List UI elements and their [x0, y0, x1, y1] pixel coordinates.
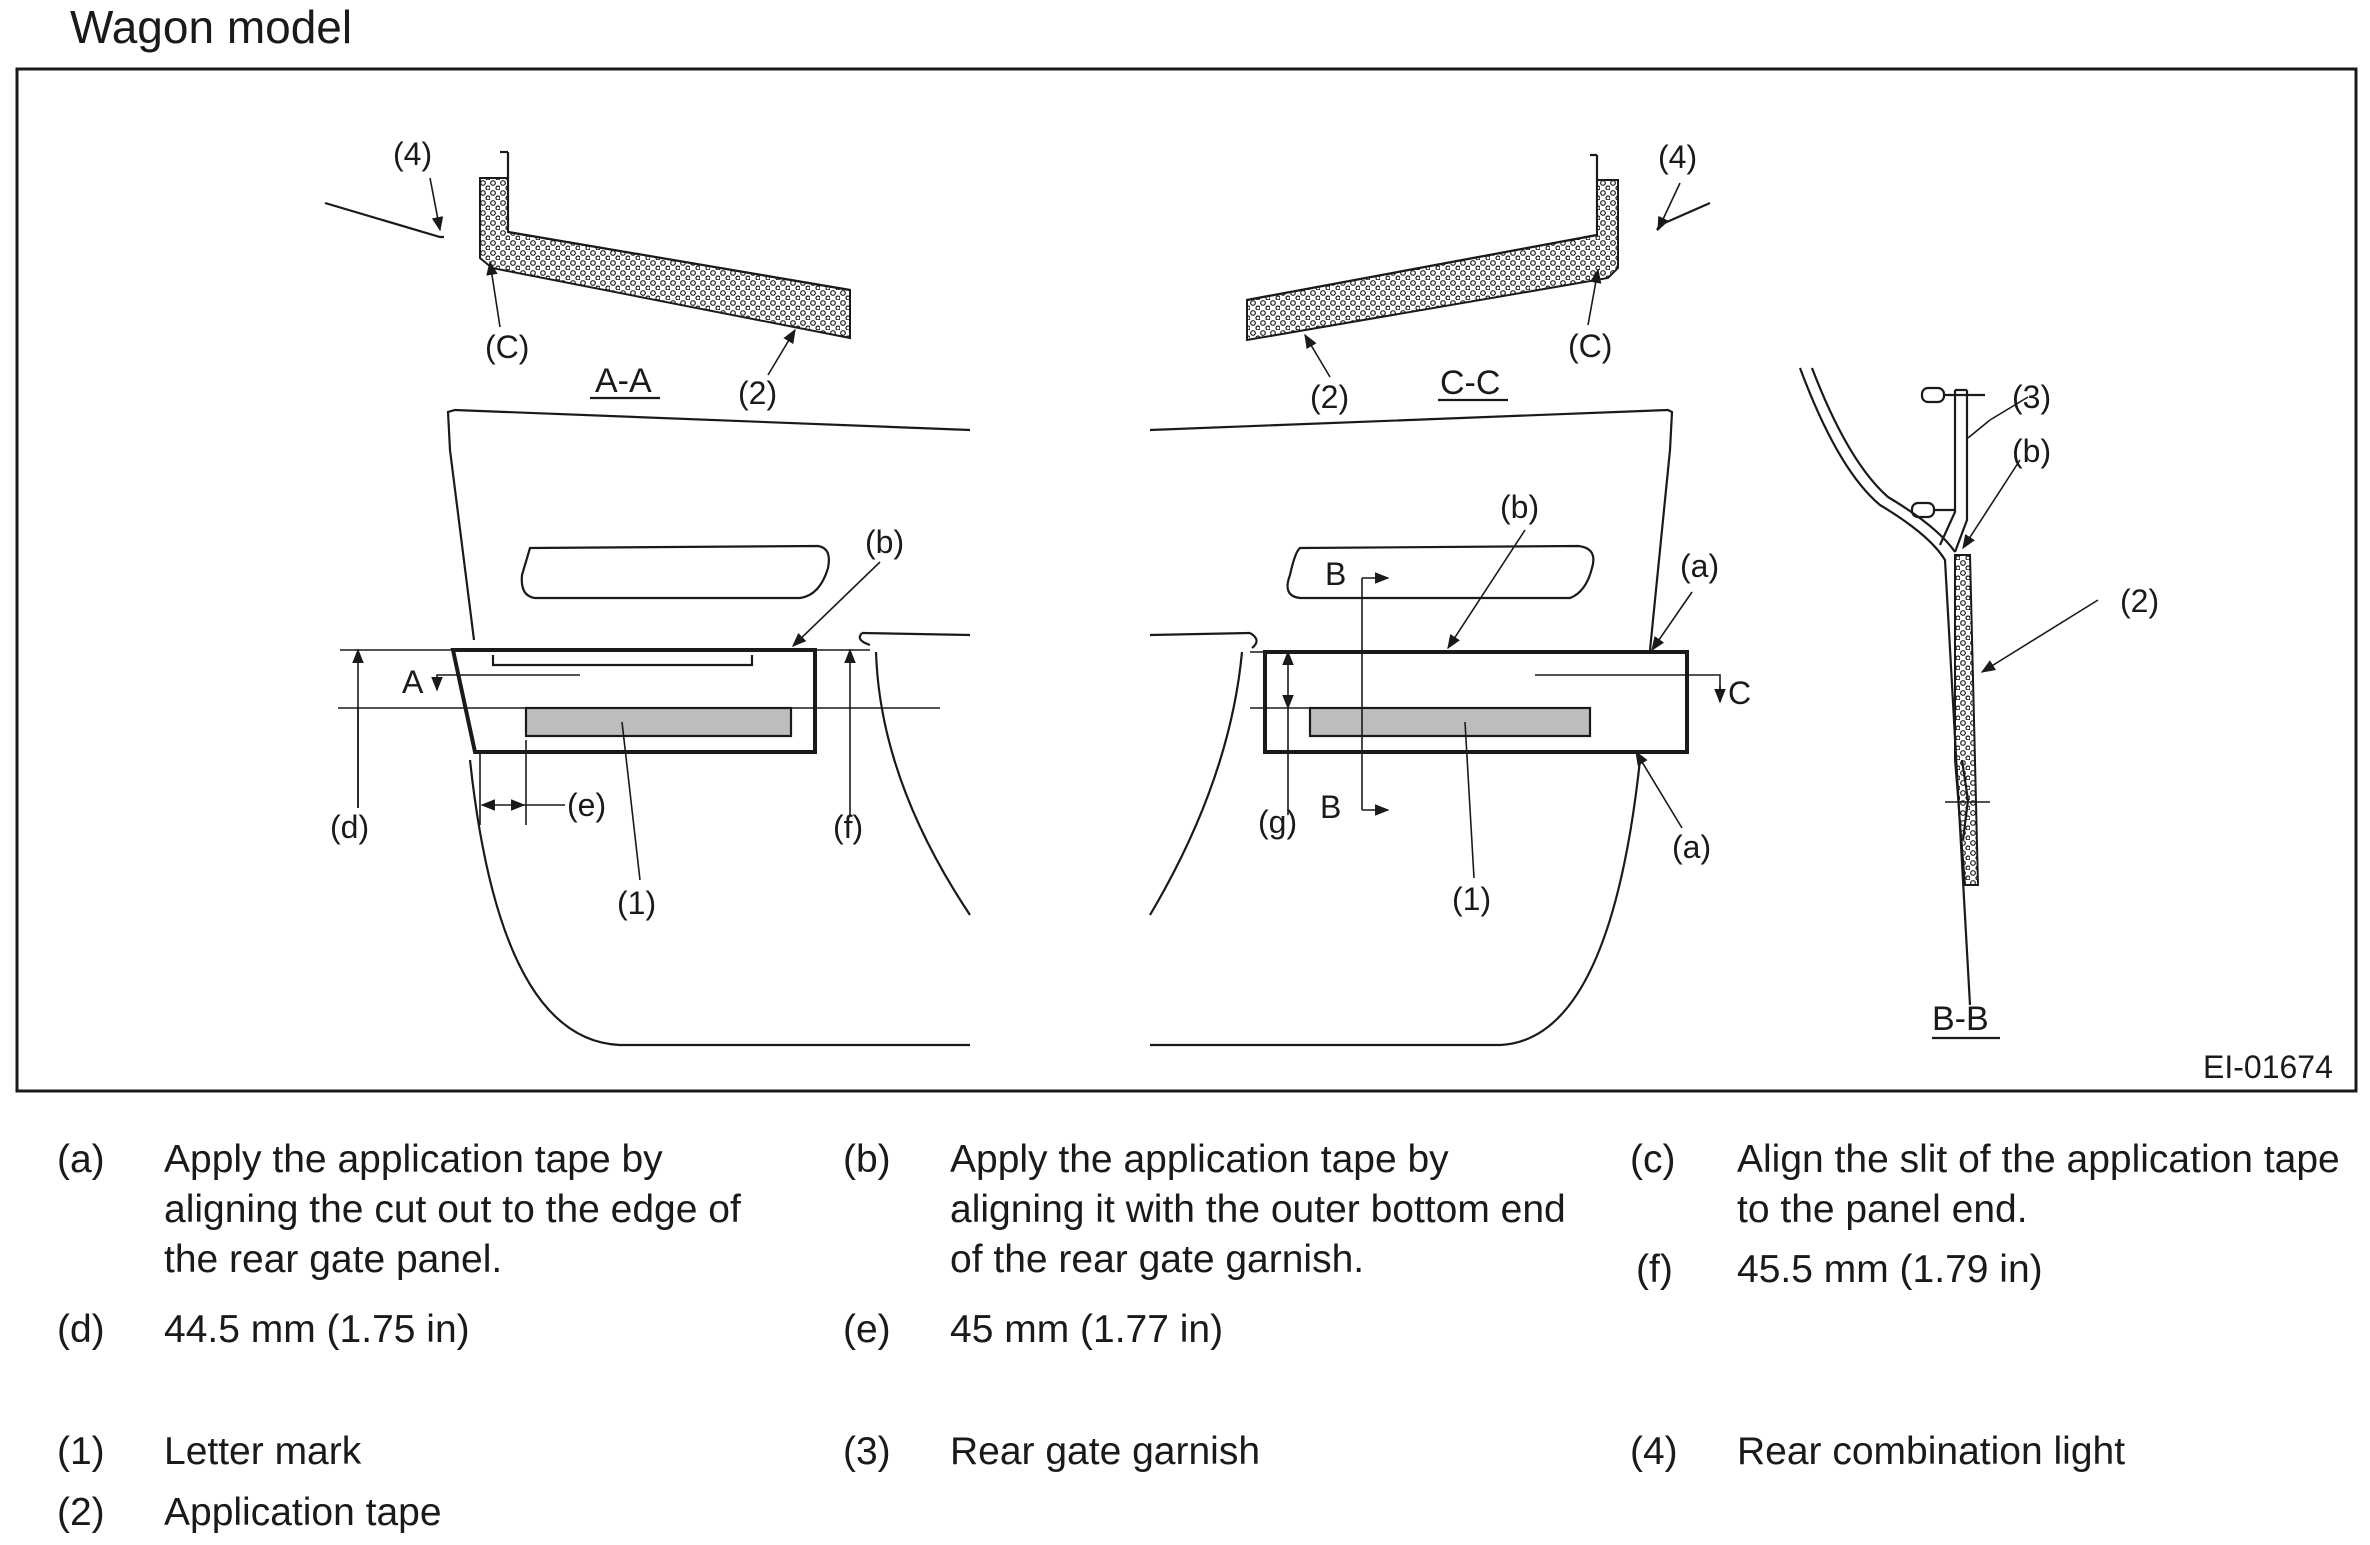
section-a-a-detail [324, 150, 851, 400]
callout-a-bottom: (a) [1672, 829, 1711, 865]
callout-a-top: (a) [1680, 548, 1719, 584]
callout-b-right: (b) [1500, 489, 1539, 525]
figure-id: EI-01674 [2203, 1049, 2333, 1085]
callout-e: (e) [567, 787, 606, 823]
callout-uc-left: (C) [485, 329, 529, 365]
callout-1-right: (1) [1452, 881, 1491, 917]
right-gate-view [1149, 408, 1726, 1047]
cut-marker-b-top: B [1325, 556, 1346, 592]
callout-4-left: (4) [393, 136, 432, 172]
callout-2-a-a: (2) [738, 375, 777, 411]
cut-marker-a: A [402, 664, 424, 700]
callout-d: (d) [330, 809, 369, 845]
b-b-tape [1954, 554, 1980, 886]
callout-1-left: (1) [617, 885, 656, 921]
callout-g: (g) [1258, 804, 1297, 840]
section-b-b-detail [1798, 367, 2099, 1040]
cut-marker-c: C [1728, 675, 1751, 711]
section-label-b-b: B-B [1932, 1000, 1989, 1038]
left-letter-mark [524, 706, 793, 738]
callout-b-b-b: (b) [2012, 433, 2051, 469]
callout-f: (f) [833, 809, 863, 845]
figure-frame [15, 67, 2358, 1093]
callout-uc-right: (C) [1568, 328, 1612, 364]
cut-marker-b-bottom: B [1320, 789, 1341, 825]
section-label-a-a: A-A [595, 362, 652, 400]
section-label-c-c: C-C [1440, 364, 1500, 402]
left-gate-view [338, 408, 971, 1047]
right-letter-mark [1308, 706, 1592, 738]
callout-2-b-b: (2) [2120, 583, 2159, 619]
section-c-c-detail [1246, 153, 1711, 402]
page-title: Wagon model [70, 1, 353, 53]
callout-3: (3) [2012, 379, 2051, 415]
callout-2-c-c: (2) [1310, 379, 1349, 415]
callout-b-left: (b) [865, 524, 904, 560]
callout-4-right: (4) [1658, 139, 1697, 175]
